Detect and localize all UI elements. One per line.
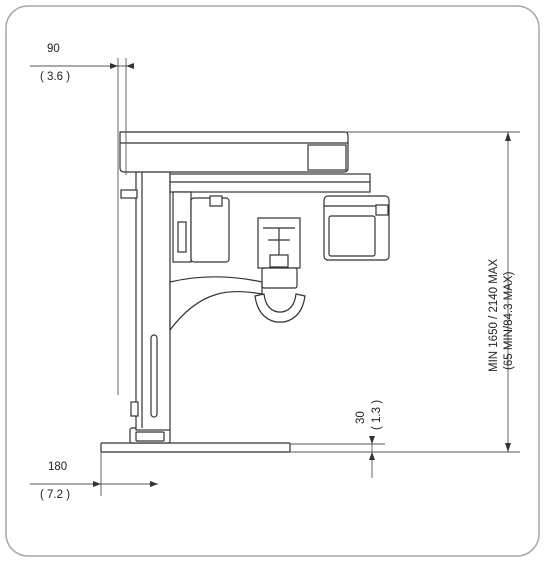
support-arm bbox=[169, 276, 263, 332]
bottom-offset-value: 180 bbox=[48, 461, 67, 473]
tube-head-window bbox=[177, 221, 187, 253]
floor-clearance-value: 30 bbox=[355, 411, 367, 424]
rotating-arm bbox=[169, 173, 371, 193]
base-plate bbox=[100, 442, 291, 453]
column-bracket bbox=[130, 401, 139, 417]
side-handle bbox=[120, 189, 138, 199]
arrowheads bbox=[93, 63, 511, 487]
height-range-imperial: (65 MIN/84.3 MAX) bbox=[503, 271, 515, 370]
tube-head-cap bbox=[209, 195, 223, 207]
height-range-metric: MIN 1650 / 2140 MAX bbox=[488, 259, 500, 372]
dimension-lines bbox=[30, 58, 520, 496]
floor-clearance-imperial: ( 1.3 ) bbox=[371, 400, 383, 430]
tube-head-body bbox=[190, 197, 230, 263]
detector-inner bbox=[328, 215, 376, 257]
bottom-offset-imperial: ( 7.2 ) bbox=[40, 489, 70, 501]
column-slot bbox=[150, 334, 158, 418]
chin-rest-grip bbox=[254, 293, 306, 323]
top-head bbox=[119, 131, 349, 173]
top-offset-imperial: ( 3.6 ) bbox=[40, 71, 70, 83]
detector-knob bbox=[375, 204, 389, 216]
bite-block bbox=[269, 254, 289, 268]
top-offset-value: 90 bbox=[47, 43, 60, 55]
base-foot-inner bbox=[135, 431, 165, 442]
chin-rest-block bbox=[261, 267, 298, 289]
head-panel bbox=[307, 144, 347, 171]
xray-unit bbox=[100, 131, 390, 453]
